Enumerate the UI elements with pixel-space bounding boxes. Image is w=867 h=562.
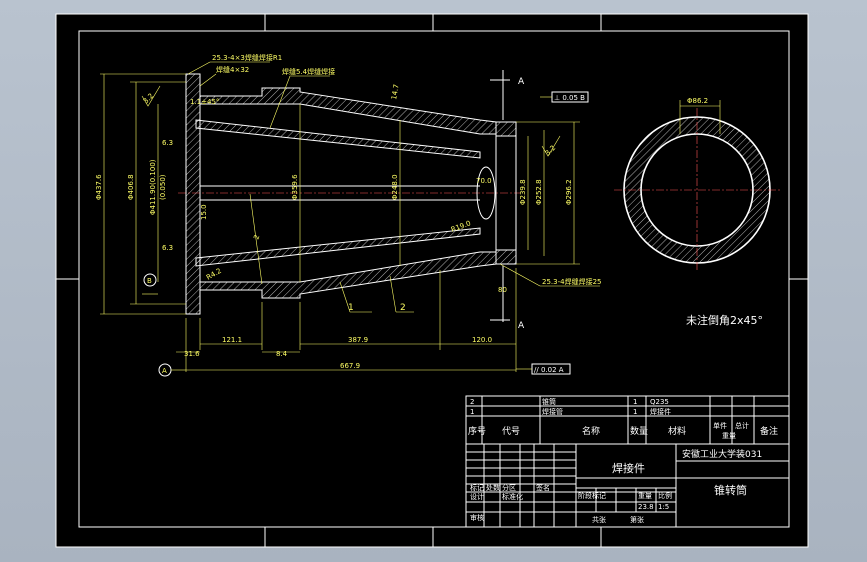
label-mark: 标记 bbox=[470, 483, 484, 492]
note-weld-top: 25.3-4×3焊缝焊接R1 bbox=[212, 53, 282, 62]
upper-cone-wall bbox=[199, 87, 497, 135]
header-remark: 备注 bbox=[760, 425, 778, 437]
len-a: 31.6 bbox=[184, 350, 200, 358]
label-count: 处数 bbox=[486, 483, 500, 492]
ring-dim-line bbox=[679, 100, 721, 134]
dim-center: Φ359.6 bbox=[291, 174, 299, 200]
diameter-dim-lines bbox=[100, 73, 580, 315]
part1-material: 焊接件 bbox=[650, 407, 671, 416]
leader-1: 1 bbox=[348, 303, 354, 313]
header-name: 名称 bbox=[582, 425, 600, 437]
note-weld-top2: 焊缝4×32 bbox=[216, 65, 249, 74]
lower-cone-wall bbox=[199, 251, 497, 299]
part2-qty: 1 bbox=[633, 398, 637, 406]
ring-dim: Φ86.2 bbox=[687, 97, 708, 105]
dim-small1: 6.3 bbox=[162, 139, 173, 147]
dim-inner: Φ248.0 bbox=[391, 174, 399, 200]
section-label-top: A bbox=[518, 77, 525, 87]
dim-right1: Φ239.8 bbox=[519, 179, 527, 205]
right-hub-bottom bbox=[495, 249, 517, 265]
label-standard: 标准化 bbox=[502, 492, 523, 501]
label-sheet: 第张 bbox=[630, 515, 644, 524]
section-label-bottom: A bbox=[518, 321, 525, 331]
value-scale: 1:5 bbox=[658, 503, 669, 511]
label-sign: 签名 bbox=[536, 483, 550, 492]
dim-left-inner: Φ406.8 bbox=[127, 174, 135, 200]
drawing-title: 焊接件 bbox=[612, 461, 645, 475]
label-stage: 阶段标记 bbox=[578, 491, 606, 500]
upper-inner-tube bbox=[195, 119, 481, 159]
leader-3: 2 bbox=[252, 234, 261, 241]
header-qty: 数量 bbox=[630, 425, 648, 437]
header-weight: 重量 bbox=[722, 432, 736, 440]
dim-taper: 14.7 bbox=[390, 84, 401, 101]
ring-side-view: Φ86.2 bbox=[614, 97, 780, 272]
datum-a-label: A bbox=[162, 367, 167, 375]
length-dim-lines bbox=[176, 268, 517, 372]
len-total: 667.9 bbox=[340, 362, 360, 370]
dim-small2: 6.3 bbox=[162, 244, 173, 252]
header-material: 材料 bbox=[668, 425, 686, 437]
title-block-grid bbox=[466, 444, 789, 527]
leader-2: 2 bbox=[400, 303, 406, 313]
note-weld-mid: 焊缝5.4焊缝焊接 bbox=[282, 67, 335, 76]
dim-small3: 15.0 bbox=[200, 204, 208, 220]
label-zone: 分区 bbox=[502, 483, 516, 492]
dim-mid2: (0.050) bbox=[159, 174, 167, 200]
drawing-sheet bbox=[55, 13, 809, 548]
dim-small4: 80 bbox=[498, 286, 507, 294]
datum-b-label: B bbox=[147, 277, 152, 285]
label-design: 设计 bbox=[470, 492, 484, 501]
len-b: 121.1 bbox=[222, 336, 242, 344]
label-review: 审核 bbox=[470, 513, 484, 522]
part1-no: 1 bbox=[470, 408, 474, 416]
part1-qty: 1 bbox=[633, 408, 637, 416]
datum-b-circle bbox=[143, 273, 157, 287]
part2-no: 2 bbox=[470, 398, 474, 406]
chamfer-note: 未注倒角2x45° bbox=[686, 313, 763, 327]
label-mass: 重量 bbox=[638, 492, 652, 500]
part2-name: 锥筒 bbox=[542, 397, 556, 406]
dim-mid1: Φ411.90(0.100) bbox=[149, 159, 157, 215]
tolerance-runout: // 0.02 A bbox=[534, 366, 564, 374]
value-mass: 23.8 bbox=[638, 503, 654, 511]
dim-slot: 70.0 bbox=[476, 177, 492, 185]
main-section-view: A A Φ437.6 Φ406.8 Φ411.90(0.100) (0.050)… bbox=[95, 53, 601, 377]
left-flange bbox=[185, 73, 201, 315]
slot-hole bbox=[476, 166, 496, 220]
dim-right2: Φ252.8 bbox=[535, 179, 543, 205]
roughness-marks bbox=[141, 85, 561, 157]
note-weld-bottom: 25.3-4焊缝焊接25 bbox=[542, 277, 601, 286]
header-unit: 单件 bbox=[713, 421, 727, 430]
label-sheets: 共张 bbox=[592, 515, 606, 524]
lower-inner-tube bbox=[195, 227, 481, 267]
part2-material: Q235 bbox=[650, 398, 669, 406]
part1-name: 焊接管 bbox=[542, 407, 563, 416]
dim-angle: 1.1±45° bbox=[190, 98, 219, 106]
header-total: 总计 bbox=[735, 421, 749, 430]
header-no: 序号 bbox=[468, 425, 486, 437]
leader-lines bbox=[187, 61, 600, 313]
tolerance-flat: ⊥ 0.05 B bbox=[554, 94, 585, 102]
label-scale: 比例 bbox=[658, 491, 672, 500]
right-hub-top bbox=[495, 121, 517, 137]
header-code: 代号 bbox=[502, 426, 520, 437]
len-d: 387.9 bbox=[348, 336, 368, 344]
drawing-name: 锥转筒 bbox=[714, 483, 747, 497]
dim-right3: Φ296.2 bbox=[565, 179, 573, 205]
section-line-aa bbox=[490, 70, 510, 322]
frame-ticks bbox=[56, 14, 808, 547]
school-name: 安徽工业大学装031 bbox=[682, 448, 762, 460]
len-c: 8.4 bbox=[276, 350, 288, 358]
len-e: 120.0 bbox=[472, 336, 492, 344]
dim-left-outer: Φ437.6 bbox=[95, 174, 103, 200]
